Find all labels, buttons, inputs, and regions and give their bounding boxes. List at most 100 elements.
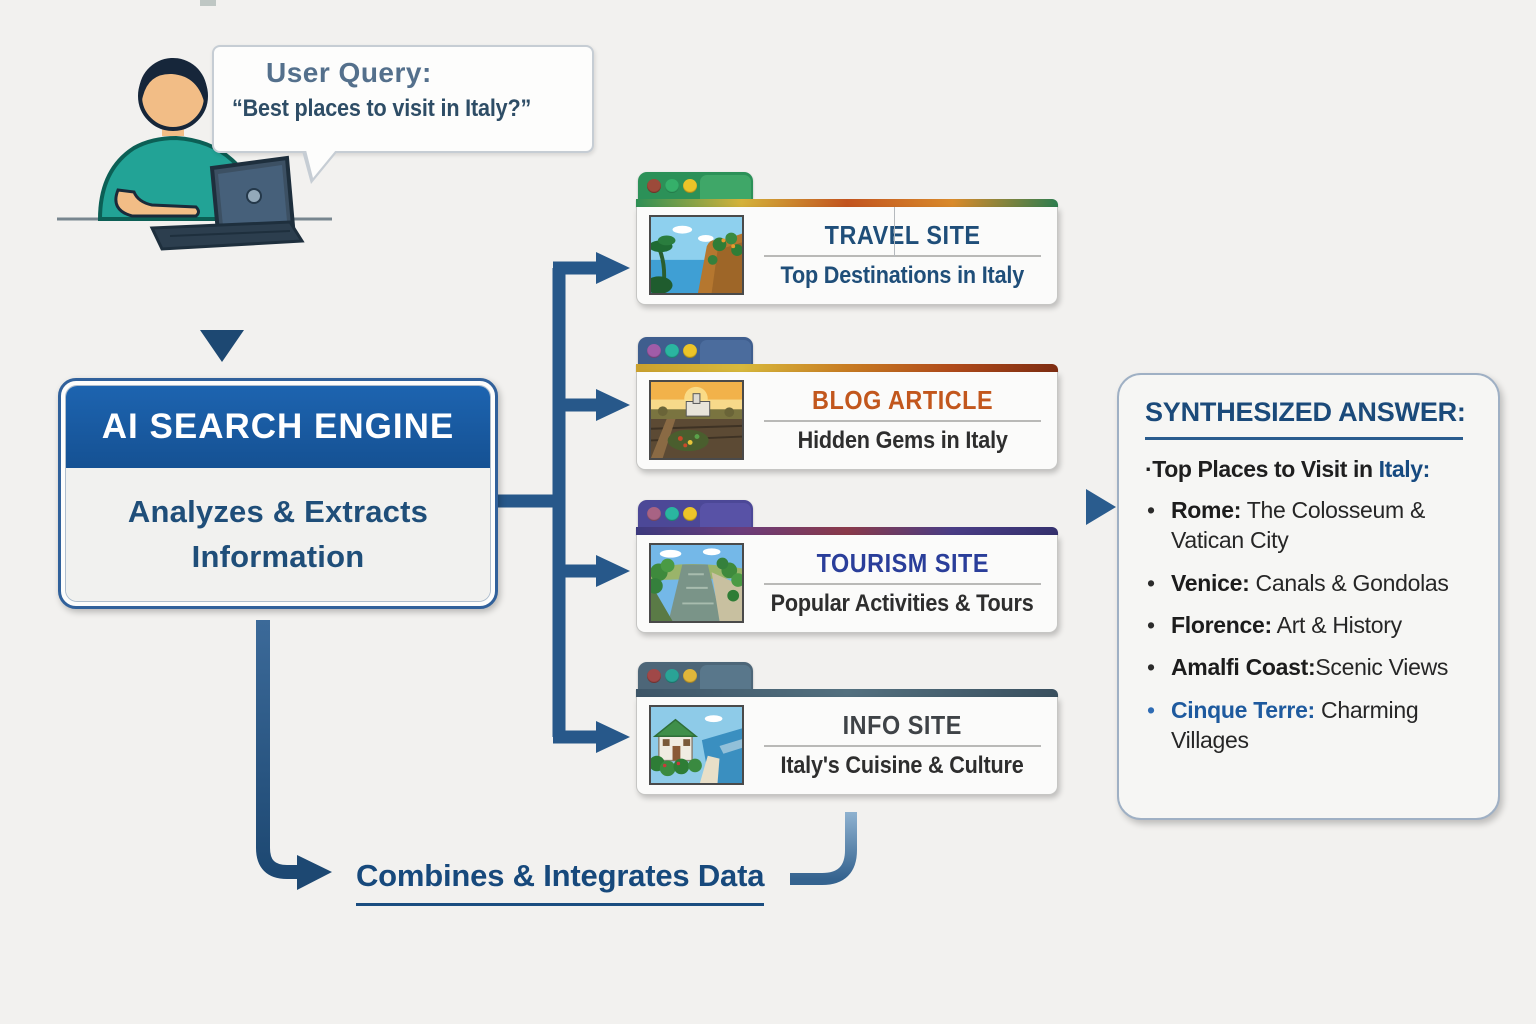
bullet-icon: • [1147,569,1155,596]
traffic-dot-icon [683,669,697,683]
traffic-dot-icon [647,507,661,521]
source-subtitle: Top Destinations in Italy [780,261,1025,289]
arrow-user-to-engine [200,283,244,362]
title-separator [763,582,1042,585]
answer-item: • Florence: Art & History [1145,610,1480,640]
connector-info-to-combine [790,812,857,885]
bullet-icon: • [1147,654,1155,681]
browser-tab-secondary [700,665,751,690]
source-card-travel: TRAVEL SITE Top Destinations in Italy [636,172,1058,305]
answer-item-desc: Art & History [1271,612,1402,639]
arrow-to-answer [1046,489,1116,525]
source-title: TOURISM SITE [816,547,989,578]
browser-chrome-strip [636,364,1058,372]
traffic-dot-icon [647,179,661,193]
browser-tab-secondary [700,340,751,365]
source-thumbnail [649,704,744,785]
arrowheads-to-sources [596,252,630,753]
source-card-info: INFO SITE Italy's Cuisine & Culture [636,662,1058,795]
source-thumbnail [649,542,744,623]
traffic-dot-icon [683,179,697,193]
browser-chrome-strip [636,689,1058,697]
source-title: BLOG ARTICLE [811,384,994,415]
speech-bubble: User Query: “Best places to visit in Ita… [212,45,594,184]
browser-tab-secondary [700,175,751,200]
browser-chrome-strip [636,199,1058,207]
source-thumbnail [649,379,744,460]
source-card-body: INFO SITE Italy's Cuisine & Culture [636,697,1058,795]
answer-item: • Cinque Terre: Charming Villages [1145,695,1480,756]
title-separator [763,419,1042,422]
engine-title: AI SEARCH ENGINE [101,407,455,446]
answer-list: • Rome: The Colosseum & Vatican City • Ven… [1145,495,1480,756]
engine-body: Analyzes & Extracts Information [66,468,490,601]
edge-artifact [200,0,216,6]
coastal-cliff-thumb [651,216,742,293]
answer-item: • Venice: Canals & Gondolas [1145,568,1480,598]
source-subtitle: Hidden Gems in Italy [797,426,1008,454]
answer-item-desc: Charming Villages [1171,696,1419,754]
answer-item-desc: The Colosseum & Vatican City [1171,497,1426,554]
person-arm [114,188,200,218]
browser-chrome-strip [636,527,1058,535]
traffic-dot-icon [665,669,679,683]
answer-intro: ·Top Places to Visit in Italy: [1145,456,1431,482]
answer-item-name: Amalfi Coast: [1171,654,1316,681]
traffic-dot-icon [665,344,679,358]
engine-header: AI SEARCH ENGINE [66,386,490,468]
answer-item: • Amalfi Coast:Scenic Views [1145,652,1480,682]
person-hair [138,57,208,108]
answer-item: • Rome: The Colosseum & Vatican City [1145,495,1480,556]
traffic-dot-icon [683,507,697,521]
source-card-body: TRAVEL SITE Top Destinations in Italy [636,207,1058,305]
browser-tab-secondary [700,503,751,528]
source-card-tourism: TOURISM SITE Popular Activities & Tours [636,500,1058,633]
traffic-dot-icon [665,507,679,521]
title-separator [763,744,1042,747]
source-thumbnail [649,214,744,295]
source-title: INFO SITE [842,709,963,740]
answer-item-desc: Scenic Views [1315,654,1449,681]
source-title: TRAVEL SITE [824,219,981,250]
browser-tab [638,172,753,200]
tab-divider-line [894,207,895,257]
answer-item-desc: Canals & Gondolas [1249,569,1449,596]
query-text: “Best places to visit in Italy?” [232,95,532,122]
traffic-dot-icon [647,669,661,683]
bullet-icon: • [1147,696,1155,723]
river-trees-thumb [651,544,742,621]
laptop-icon [149,155,305,251]
source-subtitle: Italy's Cuisine & Culture [780,751,1025,779]
combine-label: Combines & Integrates Data [356,858,764,906]
source-card-blog: BLOG ARTICLE Hidden Gems in Italy [636,337,1058,470]
browser-tab [638,337,753,365]
query-label: User Query: [266,57,432,88]
source-card-body: BLOG ARTICLE Hidden Gems in Italy [636,372,1058,470]
source-subtitle: Popular Activities & Tours [771,589,1034,617]
answer-intro-highlight: Italy: [1378,456,1431,482]
seaside-house-thumb [651,706,742,783]
bullet-icon: • [1147,497,1155,523]
browser-tab [638,500,753,528]
arrow-engine-to-sources [492,261,598,744]
answer-title-underline [1145,437,1463,440]
answer-item-name: Florence: [1171,612,1272,639]
engine-subtitle-line2: Information [191,538,365,574]
traffic-dot-icon [647,344,661,358]
engine-subtitle-line1: Analyzes & Extracts [127,493,429,529]
person-illustration [97,57,254,221]
answer-title: SYNTHESIZED ANSWER: [1145,397,1466,427]
answer-box: SYNTHESIZED ANSWER: ·Top Places to Visit… [1117,373,1500,820]
answer-item-name: Cinque Terre: [1171,696,1315,723]
answer-item-name: Rome: [1171,497,1242,523]
sunset-village-thumb [651,381,742,458]
browser-tab [638,662,753,690]
traffic-dot-icon [665,179,679,193]
engine-box: AI SEARCH ENGINE Analyzes & Extracts Inf… [58,378,498,609]
answer-item-name: Venice: [1171,569,1250,596]
traffic-dot-icon [683,344,697,358]
arrow-engine-to-combine [256,620,332,890]
bullet-icon: • [1147,612,1155,639]
